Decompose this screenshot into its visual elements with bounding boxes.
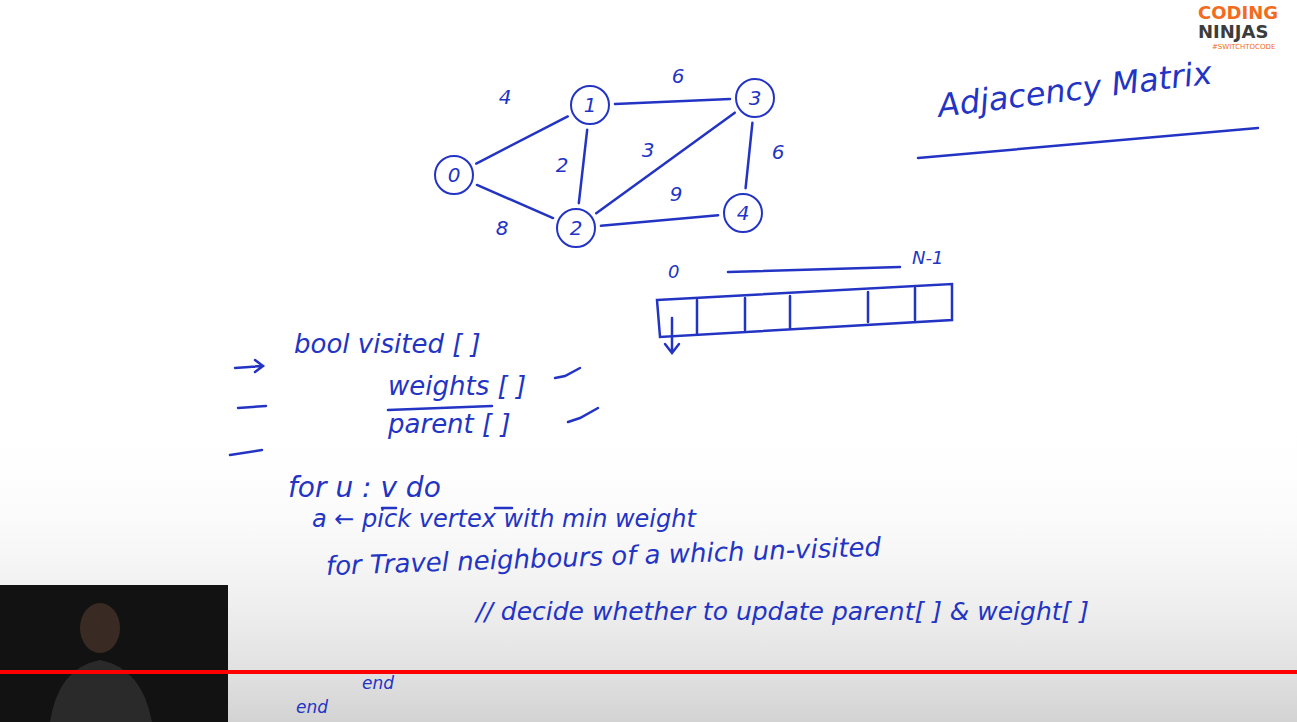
array-span-line [728, 267, 900, 272]
down-arrow [665, 318, 679, 353]
graph-vertex: 1 [570, 85, 610, 125]
handwritten-note: a ← pick vertex with min weight [312, 506, 696, 534]
graph-vertex: 4 [723, 193, 763, 233]
vertex-number: 4 [737, 201, 750, 225]
presenter-head [80, 603, 120, 653]
vertex-number: 1 [584, 93, 597, 117]
array-box [657, 284, 952, 337]
bullet-arrow [238, 406, 266, 408]
graph-edge [615, 99, 730, 104]
handwritten-note: end [296, 698, 328, 718]
vertex-number: 2 [570, 216, 583, 240]
title-underline [918, 128, 1258, 158]
graph-edge [579, 130, 587, 203]
edge-weight: 8 [496, 217, 509, 239]
check-mark [555, 368, 580, 378]
edge-weight: 6 [672, 65, 685, 87]
handwritten-note: for Travel neighbours of a which un-visi… [325, 533, 881, 582]
check-mark [568, 408, 598, 422]
bullet-arrow [235, 360, 263, 372]
graph-vertex: 2 [556, 208, 596, 248]
graph-vertex: 0 [434, 155, 474, 195]
vertex-number: 3 [749, 86, 762, 110]
handwritten-note: weights [ ] [388, 372, 526, 402]
logo-text: CODING [1198, 3, 1278, 24]
webcam-frame [0, 585, 228, 722]
handwritten-note: parent [ ] [388, 410, 511, 440]
graph-edge [601, 215, 718, 226]
vertex-number: 0 [448, 163, 461, 187]
edge-weight: 4 [499, 86, 512, 108]
progress-bar [0, 670, 1297, 674]
handwritten-note: // decide whether to update parent[ ] & … [476, 598, 1089, 627]
bullet-arrow [230, 450, 262, 455]
edge-weight: 6 [772, 141, 785, 163]
video-shade [0, 420, 1297, 722]
presenter-body [50, 660, 152, 722]
graph-edge [477, 185, 553, 218]
handwritten-note: N-1 [912, 248, 943, 269]
handwritten-note: for u : v do [288, 472, 441, 504]
handwritten-note: 0 [668, 262, 679, 283]
logo-text: NINJAS [1198, 22, 1268, 43]
edge-weight: 9 [670, 183, 683, 205]
graph-edge [476, 116, 568, 163]
handwritten-note: end [362, 674, 394, 694]
edge-weight: 2 [556, 154, 569, 176]
graph-edge [746, 123, 753, 188]
handwritten-note: bool visited [ ] [294, 330, 481, 360]
handwritten-note: Adjacency Matrix [936, 55, 1214, 125]
array-cells [697, 288, 915, 334]
logo-text: #SWITCHTOCODE [1212, 43, 1275, 51]
graph-edge [596, 113, 735, 214]
graph-vertex: 3 [735, 78, 775, 118]
edge-weight: 3 [642, 139, 655, 161]
